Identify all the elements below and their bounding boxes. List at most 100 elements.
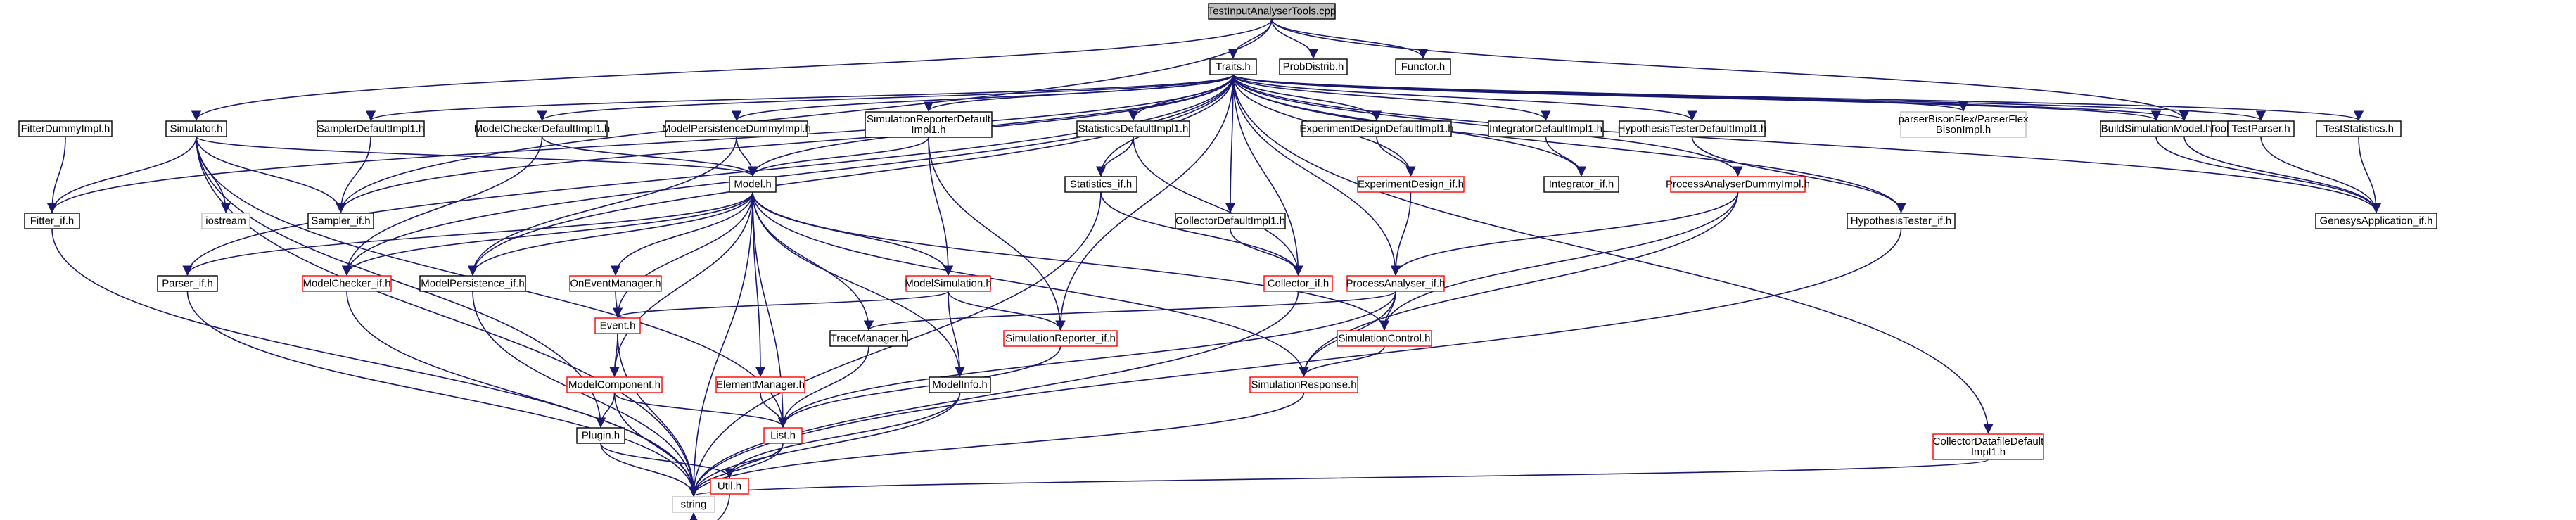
edge-model-persistence-dummy-impl-h-to-model-persistence-if-h bbox=[467, 136, 737, 276]
node-hypothesis-tester-if-h[interactable]: HypothesisTester_if.h bbox=[1847, 213, 1956, 229]
node-util-h[interactable]: Util.h bbox=[710, 478, 749, 495]
node-box bbox=[1395, 58, 1451, 75]
edge-traits-h-to-test-input-analyser-tools-h bbox=[1232, 74, 2189, 121]
node-model-component-h[interactable]: ModelComponent.h bbox=[566, 376, 663, 393]
node-box bbox=[18, 120, 113, 137]
edge-parser-if-h-to-string bbox=[186, 291, 699, 497]
node-build-simulation-model-h[interactable]: BuildSimulationModel.h bbox=[2100, 120, 2212, 137]
edge-model-checker-default-impl1-h-to-model-checker-if-h bbox=[341, 136, 543, 276]
node-box bbox=[1900, 111, 2027, 138]
node-experiment-design-default-impl1-h[interactable]: ExperimentDesignDefaultImpl1.h bbox=[1299, 120, 1454, 137]
node-model-h[interactable]: Model.h bbox=[729, 176, 777, 193]
edge-process-analyser-dummy-impl-h-to-simulation-control-h bbox=[1379, 191, 1739, 331]
edge-traits-h-to-model-persistence-if-h bbox=[467, 74, 1234, 276]
edge-traits-h-to-experiment-design-default-impl1-h bbox=[1232, 74, 1382, 121]
node-element-manager-h[interactable]: ElementManager.h bbox=[715, 376, 805, 393]
node-statistics-default-impl1-h[interactable]: StatisticsDefaultImpl1.h bbox=[1076, 120, 1190, 137]
node-label: Impl1.h bbox=[911, 124, 945, 136]
edge-model-simulation-h-to-event-h bbox=[613, 291, 949, 318]
node-label: TestParser.h bbox=[2231, 123, 2290, 135]
node-simulator-h[interactable]: Simulator.h bbox=[165, 120, 227, 137]
node-box bbox=[1279, 58, 1348, 75]
node-experiment-design-if-h[interactable]: ExperimentDesign_if.h bbox=[1357, 176, 1465, 193]
node-statistics-if-h[interactable]: Statistics_if.h bbox=[1064, 176, 1137, 193]
edge-model-h-to-simulation-response-h bbox=[752, 191, 1309, 377]
node-box bbox=[302, 275, 392, 292]
edge-integrator-default-impl1-h-to-integrator-if-h bbox=[1545, 136, 1587, 177]
node-trace-manager-h[interactable]: TraceManager.h bbox=[829, 330, 908, 347]
node-plugin-h[interactable]: Plugin.h bbox=[576, 427, 625, 444]
node-simulation-control-h[interactable]: SimulationControl.h bbox=[1337, 330, 1432, 347]
edge-simulator-h-to-model-h bbox=[196, 136, 758, 177]
node-model-checker-default-impl1-h[interactable]: ModelCheckerDefaultImpl1.h bbox=[474, 120, 610, 137]
edge-model-component-h-to-list-h bbox=[613, 392, 789, 428]
node-hypothesis-tester-default-impl1-h[interactable]: HypothesisTesterDefaultImpl1.h bbox=[1618, 120, 1767, 137]
node-list-h[interactable]: List.h bbox=[763, 427, 803, 444]
node-fitter-if-h[interactable]: Fitter_if.h bbox=[24, 213, 80, 229]
node-model-info-h[interactable]: ModelInfo.h bbox=[929, 376, 991, 393]
node-genesys-application-if-h[interactable]: GenesysApplication_if.h bbox=[2315, 213, 2437, 229]
node-label: Functor.h bbox=[1401, 61, 1446, 73]
node-box bbox=[566, 376, 663, 393]
edge-traits-h-to-integrator-default-impl1-h bbox=[1232, 74, 1551, 121]
edge-model-simulation-h-to-model-info-h bbox=[948, 291, 965, 377]
node-box bbox=[729, 176, 777, 193]
node-process-analyser-dummy-impl-h[interactable]: ProcessAnalyserDummyImpl.h bbox=[1666, 176, 1810, 193]
node-test-statistics-h[interactable]: TestStatistics.h bbox=[2316, 120, 2402, 137]
node-collector-default-impl1-h[interactable]: CollectorDefaultImpl1.h bbox=[1175, 213, 1286, 229]
node-model-checker-if-h[interactable]: ModelChecker_if.h bbox=[302, 275, 392, 292]
node-label: ModelChecker_if.h bbox=[302, 278, 390, 290]
node-label: TestInputAnalyserTools.cpp bbox=[1208, 6, 1337, 18]
node-label: Plugin.h bbox=[582, 430, 620, 442]
edge-process-analyser-dummy-impl-h-to-process-analyser-if-h bbox=[1390, 191, 1739, 276]
edge-traits-h-to-simulation-reporter-if-h bbox=[1055, 74, 1234, 331]
edge-model-component-h-to-plugin-h bbox=[595, 392, 616, 428]
node-simulation-response-h[interactable]: SimulationResponse.h bbox=[1249, 376, 1358, 393]
node-prob-distrib-h[interactable]: ProbDistrib.h bbox=[1279, 58, 1348, 75]
node-process-analyser-if-h[interactable]: ProcessAnalyser_if.h bbox=[1346, 275, 1446, 292]
node-label: ProcessAnalyserDummyImpl.h bbox=[1666, 179, 1810, 191]
node-event-h[interactable]: Event.h bbox=[594, 317, 641, 334]
edge-collector-if-h-to-string bbox=[688, 291, 1299, 497]
node-fitter-dummy-impl-h[interactable]: FitterDummyImpl.h bbox=[18, 120, 113, 137]
node-integrator-default-impl1-h[interactable]: IntegratorDefaultImpl1.h bbox=[1488, 120, 1604, 137]
edge-model-h-to-model-persistence-if-h bbox=[467, 191, 753, 276]
edge-simulation-reporter-default-impl1-h-to-model-simulation-h bbox=[928, 137, 954, 276]
node-collector-if-h[interactable]: Collector_if.h bbox=[1263, 275, 1333, 292]
node-sampler-default-impl1-h[interactable]: SamplerDefaultImpl1.h bbox=[317, 120, 425, 137]
node-model-persistence-dummy-impl-h[interactable]: ModelPersistenceDummyImpl.h bbox=[662, 120, 811, 137]
node-integrator-if-h[interactable]: Integrator_if.h bbox=[1543, 176, 1619, 193]
node-label: CollectorDatafileDefault bbox=[1933, 436, 2044, 448]
edge-traits-h-to-parser-if-h bbox=[182, 74, 1234, 276]
node-test-parser-h[interactable]: TestParser.h bbox=[2227, 120, 2295, 137]
edge-on-event-manager-h-to-event-h bbox=[612, 291, 623, 318]
node-label: SimulationReporterDefault bbox=[867, 113, 991, 125]
node-functor-h[interactable]: Functor.h bbox=[1395, 58, 1451, 75]
node-label: SimulationControl.h bbox=[1339, 333, 1431, 345]
node-model-simulation-h[interactable]: ModelSimulation.h bbox=[905, 275, 992, 292]
include-nodes: TestInputAnalyserTools.cppSimulator.hSam… bbox=[18, 3, 2437, 513]
node-traits-h[interactable]: Traits.h bbox=[1209, 58, 1257, 75]
edge-element-manager-h-to-list-h bbox=[760, 392, 789, 428]
node-on-event-manager-h[interactable]: OnEventManager.h bbox=[569, 275, 662, 292]
edge-test-statistics-h-to-genesys-application-if-h bbox=[2358, 136, 2382, 213]
node-label: FitterDummyImpl.h bbox=[21, 123, 110, 135]
node-label: Integrator_if.h bbox=[1549, 179, 1614, 191]
node-label: GenesysApplication_if.h bbox=[2320, 215, 2433, 227]
edge-model-h-to-model-component-h bbox=[609, 191, 753, 377]
edge-collector-datafile-default-impl1-h-to-string bbox=[689, 459, 1989, 497]
edge-model-info-h-to-string bbox=[688, 392, 961, 497]
node-box bbox=[1064, 176, 1137, 193]
node-sampler-if-h[interactable]: Sampler_if.h bbox=[307, 213, 374, 229]
node-label: ModelSimulation.h bbox=[905, 278, 991, 290]
edge-traits-h-to-hypothesis-tester-default-impl1-h bbox=[1232, 74, 1697, 121]
node-model-persistence-if-h[interactable]: ModelPersistence_if.h bbox=[419, 275, 526, 292]
node-box bbox=[201, 213, 250, 229]
node-simulation-reporter-if-h[interactable]: SimulationReporter_if.h bbox=[1003, 330, 1118, 347]
node-parser-if-h[interactable]: Parser_if.h bbox=[157, 275, 218, 292]
node-box bbox=[2227, 120, 2295, 137]
node-label: List.h bbox=[770, 430, 796, 442]
node-label: SimulationReporter_if.h bbox=[1005, 333, 1116, 345]
